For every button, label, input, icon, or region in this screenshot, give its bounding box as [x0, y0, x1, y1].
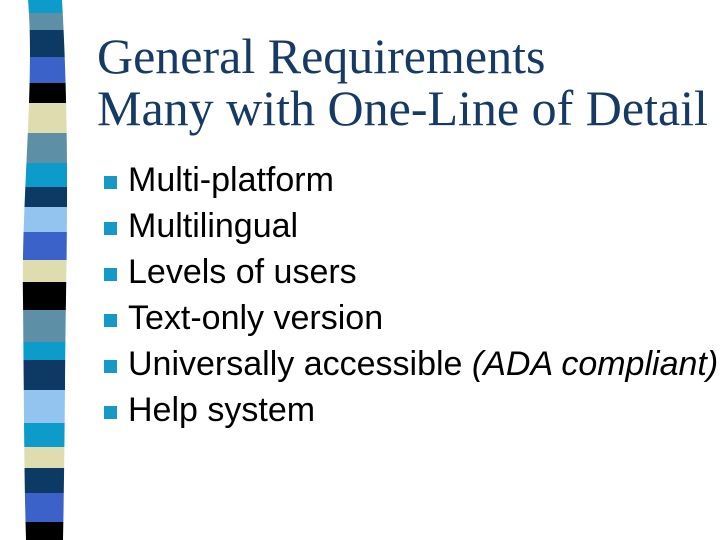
bullet-text: Text-only version [128, 299, 384, 337]
stripe-segment [22, 187, 68, 207]
bullet-square-icon [104, 406, 117, 419]
stripe-segment [22, 0, 68, 13]
stripe-segment [22, 310, 68, 342]
slide-title-line-1: General Requirements [97, 28, 546, 84]
stripe-segment [22, 13, 68, 30]
stripe-segment [22, 207, 68, 232]
stripe-segment [22, 423, 68, 447]
bullet-square-icon [104, 176, 117, 189]
stripe-segment [22, 390, 68, 423]
stripe-segment [22, 468, 68, 493]
bullet-text: Help system [128, 391, 316, 429]
stripe-segment [22, 103, 68, 133]
stripe-segment [22, 260, 68, 282]
stripe-segment [22, 133, 68, 163]
stripe-segment [22, 232, 68, 260]
bullet-text: Multilingual [128, 207, 299, 245]
decorative-stripe-band [22, 0, 68, 540]
bullet-square-icon [104, 314, 117, 327]
stripe-segment [22, 360, 68, 390]
stripe-segment [22, 493, 68, 522]
list-item: Text-only version [0, 295, 720, 341]
bullet-square-icon [104, 360, 117, 373]
slide-title-line-2: Many with One-Line of Detail [97, 80, 708, 136]
stripe-segment [22, 163, 68, 187]
bullet-text: Universally accessible (ADA compliant) [128, 345, 719, 383]
bullet-square-icon [104, 268, 117, 281]
slide-title: General Requirements Many with One-Line … [97, 30, 708, 134]
bullet-square-icon [104, 222, 117, 235]
list-item: Multilingual [0, 203, 720, 249]
stripe-segment [22, 522, 68, 540]
stripe-segment [22, 83, 68, 103]
list-item: Universally accessible (ADA compliant) [0, 341, 720, 387]
list-item: Multi-platform [0, 157, 720, 203]
stripe-segment [22, 282, 68, 310]
bullet-text-italic: (ADA compliant) [471, 345, 719, 383]
bullet-text: Multi-platform [128, 161, 334, 199]
stripe-segment [22, 30, 68, 57]
list-item: Levels of users [0, 249, 720, 295]
list-item: Help system [0, 387, 720, 433]
stripe-segment [22, 342, 68, 360]
stripe-segment [22, 447, 68, 468]
bullet-text: Levels of users [128, 253, 357, 291]
stripe-segment [22, 57, 68, 83]
